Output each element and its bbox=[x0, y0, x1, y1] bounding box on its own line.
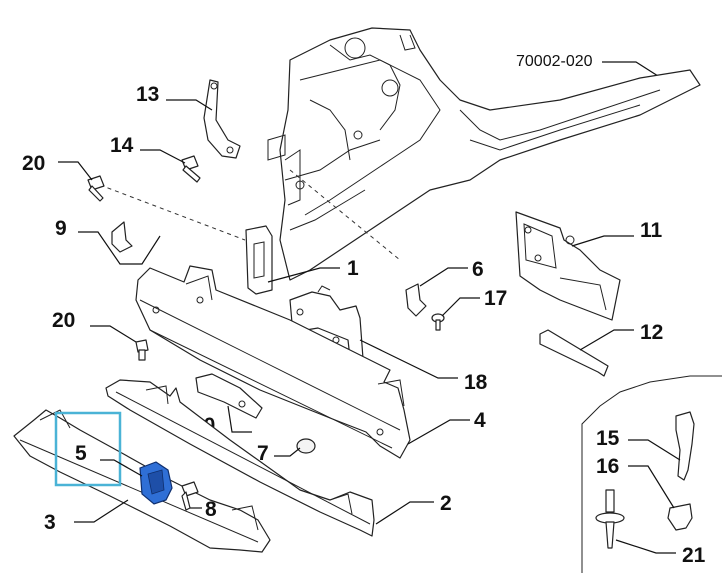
part-8-bolt bbox=[181, 481, 199, 511]
leader-3 bbox=[74, 499, 129, 523]
callout-13: 13 bbox=[136, 83, 159, 106]
leader-20-lower bbox=[90, 325, 137, 343]
leader-13 bbox=[166, 99, 213, 111]
leader-10 bbox=[227, 405, 252, 433]
body-frame-structure bbox=[267, 27, 701, 281]
part-10-plate bbox=[195, 373, 263, 419]
part-2-lower-beam bbox=[105, 379, 375, 537]
part-14-bolt bbox=[181, 155, 201, 183]
callout-1: 1 bbox=[347, 257, 359, 280]
part-13-bracket bbox=[203, 79, 241, 159]
callout-15: 15 bbox=[596, 427, 620, 450]
part-16-nut bbox=[667, 503, 693, 531]
callout-5: 5 bbox=[75, 442, 87, 465]
callout-20-upper: 20 bbox=[22, 152, 45, 175]
callout-4: 4 bbox=[474, 409, 486, 432]
callout-14: 14 bbox=[110, 134, 134, 157]
guide-line-20 bbox=[99, 184, 246, 241]
part-5-bracket-highlighted bbox=[139, 461, 173, 505]
leader-21 bbox=[615, 539, 676, 554]
callout-11: 11 bbox=[640, 219, 663, 242]
part-20-bolt-lower bbox=[135, 339, 149, 361]
part-12-strip bbox=[539, 329, 609, 377]
part-7-plug bbox=[296, 438, 316, 454]
leader-14 bbox=[140, 149, 186, 164]
part-21-rivet bbox=[595, 489, 625, 549]
leader-20-upper bbox=[58, 161, 93, 181]
leader-2 bbox=[375, 501, 434, 525]
part-11-bracket bbox=[515, 211, 621, 321]
leader-7 bbox=[274, 447, 301, 457]
callout-12: 12 bbox=[640, 321, 663, 344]
callout-18: 18 bbox=[464, 371, 488, 394]
part-17-screw bbox=[431, 313, 445, 331]
leader-12 bbox=[579, 329, 634, 351]
callout-3: 3 bbox=[44, 511, 56, 534]
leader-18 bbox=[359, 339, 458, 379]
leader-5 bbox=[100, 459, 143, 477]
leader-6 bbox=[419, 267, 468, 287]
part-4-crossbeam bbox=[135, 265, 411, 459]
part-9-bracket bbox=[111, 221, 133, 253]
part-15-clip bbox=[675, 411, 695, 481]
callout-16: 16 bbox=[596, 455, 619, 478]
reference-code: 70002-020 bbox=[516, 53, 593, 70]
part-6-bracket bbox=[405, 283, 427, 317]
leader-4 bbox=[407, 419, 470, 445]
part-1-plate bbox=[245, 225, 273, 295]
callout-6: 6 bbox=[472, 258, 484, 281]
part-20-bolt-upper bbox=[87, 175, 105, 202]
callout-20-lower: 20 bbox=[52, 309, 75, 332]
callout-2: 2 bbox=[440, 492, 452, 515]
callout-21: 21 bbox=[682, 544, 706, 567]
leader-1 bbox=[267, 267, 340, 283]
leader-15 bbox=[628, 439, 681, 461]
leader-11 bbox=[571, 235, 634, 247]
leader-16 bbox=[628, 465, 675, 509]
callout-8: 8 bbox=[205, 498, 217, 521]
callout-7: 7 bbox=[257, 442, 269, 465]
leader-9 bbox=[78, 231, 161, 265]
leader-17 bbox=[441, 297, 480, 317]
highlight-box-5 bbox=[54, 411, 122, 487]
callout-17: 17 bbox=[484, 287, 507, 310]
inset-border bbox=[581, 375, 722, 573]
callout-9: 9 bbox=[55, 217, 67, 240]
